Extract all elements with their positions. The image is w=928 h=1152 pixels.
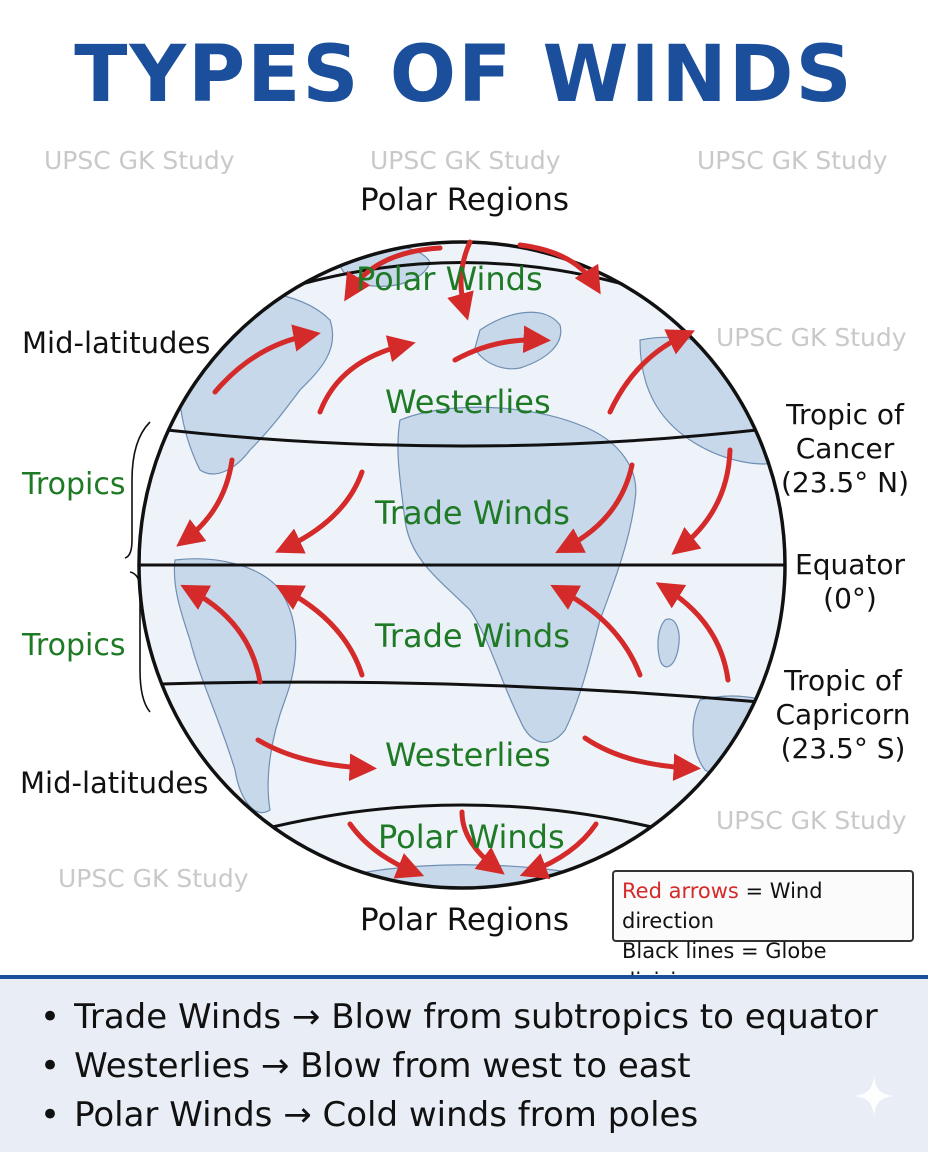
polar-regions-bottom-label: Polar Regions — [360, 902, 570, 938]
sparkle-icon — [854, 1076, 894, 1116]
westerlies-arrow — [607, 329, 695, 415]
antarctic-circle-line — [259, 803, 665, 832]
trade-winds-north-label: Trade Winds — [375, 494, 570, 532]
trade-wind-arrow — [275, 469, 365, 554]
tropic-of-cancer-line3: (23.5° N) — [780, 466, 910, 499]
legend-red-key: Red arrows — [622, 879, 739, 903]
summary-item-trade-winds: Trade Winds → Blow from subtropics to eq… — [40, 993, 928, 1042]
mid-latitudes-top-label: Mid-latitudes — [22, 326, 211, 360]
westerlies-north-label: Westerlies — [385, 383, 551, 421]
watermark: UPSC GK Study — [44, 146, 235, 175]
trade-wind-arrow — [655, 582, 731, 683]
watermark: UPSC GK Study — [58, 864, 249, 893]
westerlies-south-label: Westerlies — [385, 736, 551, 774]
tropic-of-capricorn-label: Tropic of Capricorn (23.5° S) — [768, 664, 918, 766]
madagascar-shape — [657, 618, 680, 668]
trade-winds-south-label: Trade Winds — [375, 617, 570, 655]
trade-wind-arrow — [180, 584, 263, 685]
tropic-of-cancer-line1: Tropic of — [786, 398, 904, 431]
polar-wind-arrow — [517, 242, 601, 295]
africa-shape — [397, 406, 637, 743]
page-title: TYPES OF WINDS — [74, 30, 854, 120]
trade-wind-arrow — [555, 462, 635, 553]
mid-latitudes-bottom-label: Mid-latitudes — [20, 766, 209, 800]
legend-row-arrows: Red arrows = Wind direction — [622, 876, 904, 936]
watermark: UPSC GK Study — [716, 323, 907, 352]
summary-list: Trade Winds → Blow from subtropics to eq… — [0, 979, 928, 1140]
summary-item-westerlies: Westerlies → Blow from west to east — [40, 1042, 928, 1091]
tropic-of-capricorn-line — [139, 680, 785, 710]
tropic-of-cancer-line2: Cancer — [795, 432, 895, 465]
westerlies-arrow — [255, 737, 377, 781]
tropics-top-label: Tropics — [22, 467, 126, 502]
trade-wind-arrow — [275, 584, 365, 678]
polar-wind-arrow — [519, 821, 599, 880]
westerlies-arrow — [452, 325, 551, 363]
legend-box: Red arrows = Wind direction Black lines … — [612, 870, 914, 993]
wind-arrows — [176, 239, 733, 880]
tropics-top-bracket — [124, 421, 151, 559]
westerlies-arrow — [317, 335, 416, 415]
tropic-of-capricorn-line2: Capricorn — [775, 698, 911, 731]
trade-wind-arrow — [176, 457, 235, 547]
polar-regions-top-label: Polar Regions — [360, 182, 570, 218]
polar-winds-south-label: Polar Winds — [378, 818, 565, 856]
polar-wind-arrow — [347, 821, 425, 879]
equator-line1: Equator — [795, 548, 905, 581]
tropic-of-cancer-label: Tropic of Cancer (23.5° N) — [770, 398, 920, 500]
tropics-bottom-label: Tropics — [22, 628, 126, 663]
polar-winds-north-label: Polar Winds — [356, 260, 543, 298]
summary-panel: Trade Winds → Blow from subtropics to eq… — [0, 975, 928, 1152]
watermark: UPSC GK Study — [370, 146, 561, 175]
polar-wind-arrow — [344, 245, 443, 302]
polar-wind-arrow — [459, 809, 505, 875]
trade-wind-arrow — [671, 447, 733, 555]
westerlies-arrow — [582, 735, 701, 781]
equator-label: Equator (0°) — [785, 548, 915, 616]
tropic-of-cancer-line — [139, 420, 785, 448]
trade-wind-arrow — [550, 584, 643, 678]
westerlies-arrow — [212, 324, 321, 395]
tropics-bottom-bracket — [129, 571, 151, 713]
tropics-brackets — [124, 421, 151, 713]
watermark: UPSC GK Study — [697, 146, 888, 175]
globe-outline — [137, 240, 787, 890]
summary-item-polar-winds: Polar Winds → Cold winds from poles — [40, 1091, 928, 1140]
polar-wind-arrow — [447, 239, 474, 321]
watermark: UPSC GK Study — [716, 806, 907, 835]
tropic-of-capricorn-line1: Tropic of — [784, 664, 902, 697]
legend-red-value: = Wind direction — [622, 879, 823, 933]
tropic-of-capricorn-line3: (23.5° S) — [780, 732, 906, 765]
equator-line2: (0°) — [823, 582, 877, 615]
